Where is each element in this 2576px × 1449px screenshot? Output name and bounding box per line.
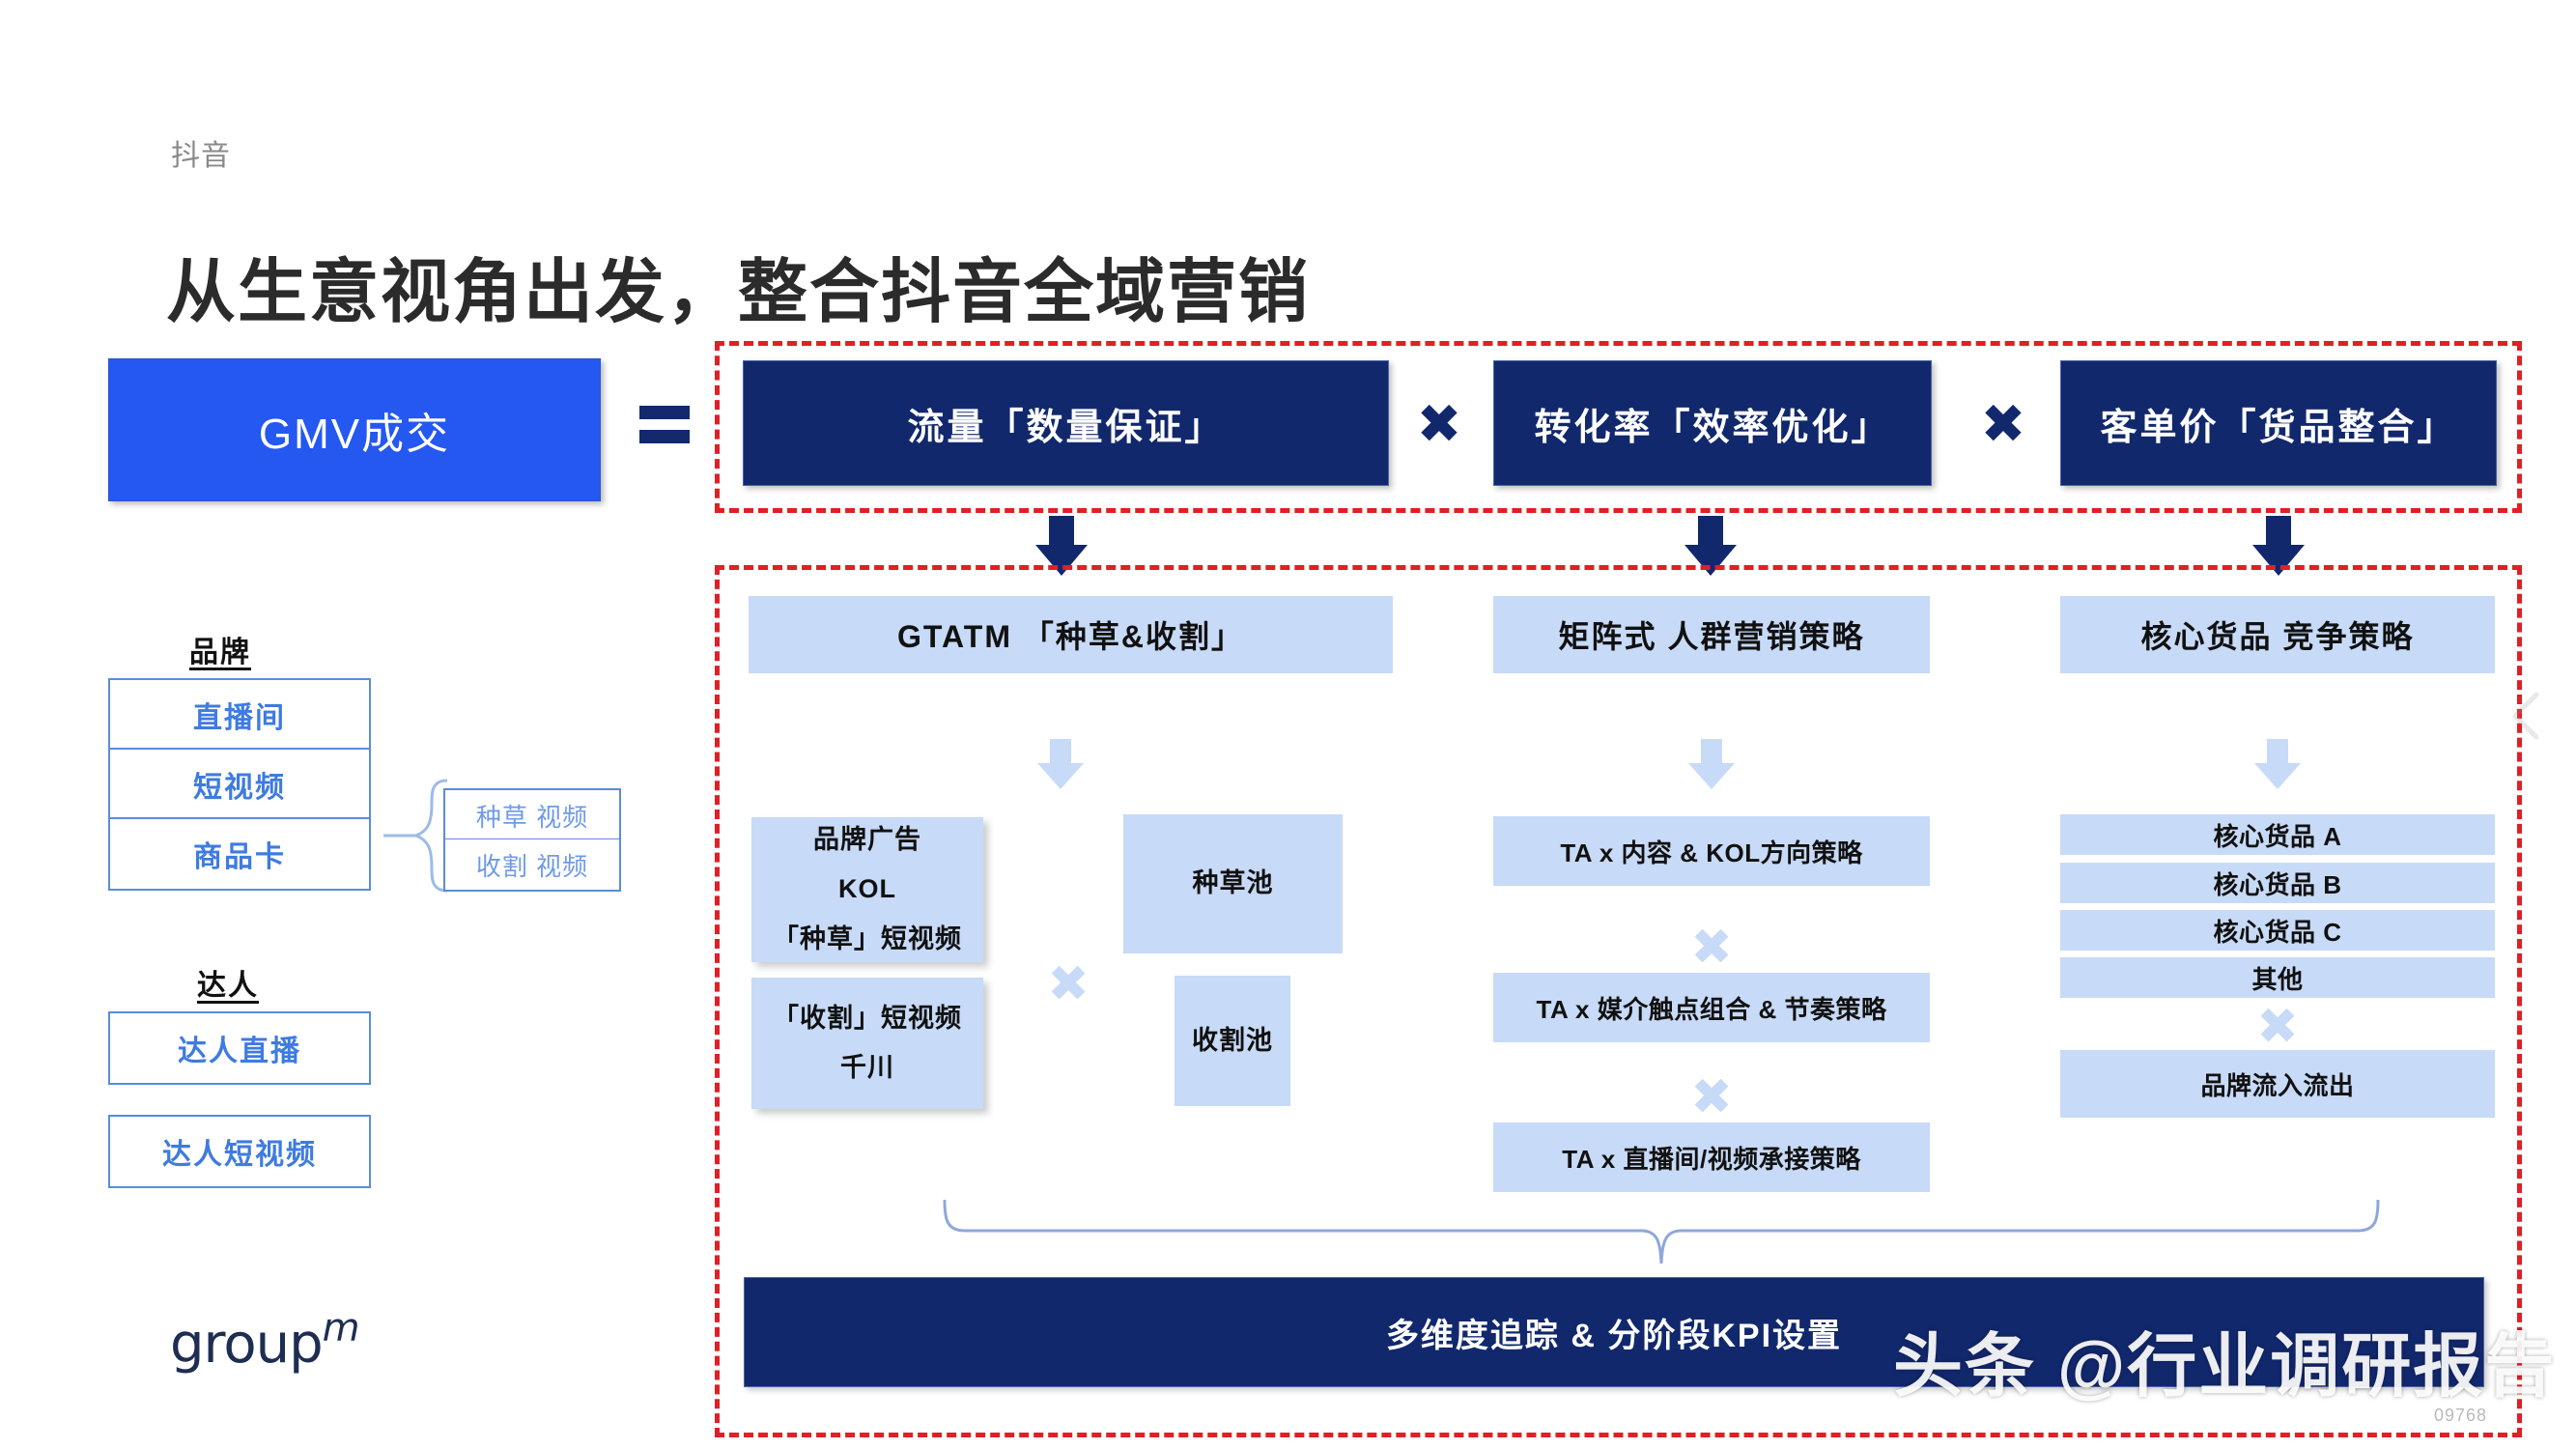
block-line: 种草池 <box>1192 868 1274 898</box>
block-line: 收割池 <box>1192 1025 1273 1055</box>
groupm-logo-mark: m <box>322 1306 360 1350</box>
down-arrow-icon-light-3 <box>2252 739 2303 789</box>
channel-label: 达人短视频 <box>162 1139 317 1171</box>
channel-item-product-card[interactable]: 商品卡 <box>108 817 371 891</box>
groupm-logo-text: group <box>170 1313 324 1376</box>
subtype-label: 收割 视频 <box>475 851 589 881</box>
channel-label: 商品卡 <box>193 841 286 873</box>
block-line: 品牌广告 <box>813 825 921 855</box>
kpi-bar-label: 多维度追踪 & 分阶段KPI设置 <box>1385 1317 1843 1354</box>
multiply-icon-1: ✖ <box>1416 393 1462 454</box>
row-brand-inflow-outflow: 品牌流入流出 <box>2060 1050 2495 1118</box>
channel-label: 达人直播 <box>178 1036 301 1067</box>
page-title: 从生意视角出发，整合抖音全域营销 <box>166 254 1311 332</box>
groupm-logo: groupm <box>170 1306 360 1376</box>
strategy-dashed-frame <box>715 565 2522 1437</box>
down-arrow-icon-light-2 <box>1686 739 1737 789</box>
multiply-icon-column1: ✖ <box>1047 956 1090 1012</box>
column-heading-label: 核心货品 竞争策略 <box>2140 619 2415 654</box>
column-heading-audience: 矩阵式 人群营销策略 <box>1493 596 1930 673</box>
down-arrow-icon-2 <box>1683 516 1739 576</box>
multiply-icon-column3: ✖ <box>2256 999 2299 1055</box>
driver-label: 流量「数量保证」 <box>907 407 1225 448</box>
block-line: KOL <box>838 874 896 904</box>
row-core-product-a: 核心货品 A <box>2060 814 2495 855</box>
driver-box-conversion: 转化率「效率优化」 <box>1493 360 1932 486</box>
row-label: 品牌流入流出 <box>2200 1070 2355 1100</box>
brace-connector-icon <box>382 779 449 893</box>
column-heading-gtatm: GTATM 「种草&收割」 <box>749 596 1393 673</box>
driver-box-aov: 客单价「货品整合」 <box>2060 360 2497 486</box>
driver-label: 转化率「效率优化」 <box>1534 407 1891 448</box>
subtype-label: 种草 视频 <box>475 802 589 832</box>
row-label: TA x 媒介触点组合 & 节奏策略 <box>1536 994 1887 1024</box>
multiply-icon-2: ✖ <box>1980 393 2026 454</box>
row-label: 核心货品 A <box>2213 821 2342 851</box>
row-label: 核心货品 B <box>2213 869 2342 899</box>
block-harvest-video: 「收割」短视频 千川 <box>751 978 983 1109</box>
column-heading-label: GTATM 「种草&收割」 <box>896 619 1244 654</box>
row-label: 其他 <box>2251 964 2304 994</box>
channel-label: 直播间 <box>193 702 286 734</box>
subtype-seeding-video[interactable]: 种草 视频 <box>443 788 621 841</box>
block-brand-ad: 品牌广告 KOL 「种草」短视频 <box>751 817 983 962</box>
gmv-label: GMV成交 <box>258 411 451 458</box>
formula-dashed-frame <box>715 341 2522 513</box>
row-core-product-other: 其他 <box>2060 957 2495 998</box>
watermark-id: 09768 <box>2434 1406 2488 1425</box>
multiply-icon-column2-1: ✖ <box>1690 920 1733 976</box>
row-label: TA x 直播间/视频承接策略 <box>1562 1144 1861 1174</box>
chevron-left-icon[interactable] <box>2507 691 2544 741</box>
gmv-box: GMV成交 <box>108 358 601 501</box>
block-seeding-pool: 种草池 <box>1123 814 1343 953</box>
block-harvest-pool: 收割池 <box>1175 976 1290 1106</box>
channel-item-talent-short-video[interactable]: 达人短视频 <box>108 1115 371 1188</box>
bottom-brace-icon <box>942 1198 2381 1265</box>
row-core-product-b: 核心货品 B <box>2060 863 2495 903</box>
talent-group-heading: 达人 <box>197 970 259 1002</box>
column-heading-product: 核心货品 竞争策略 <box>2060 596 2495 673</box>
down-arrow-icon-light-1 <box>1035 739 1086 789</box>
multiply-icon-column2-2: ✖ <box>1690 1069 1733 1125</box>
row-label: TA x 内容 & KOL方向策略 <box>1560 838 1863 867</box>
row-ta-content-kol: TA x 内容 & KOL方向策略 <box>1493 816 1930 886</box>
channel-label: 短视频 <box>193 772 286 804</box>
eyebrow-label: 抖音 <box>171 140 231 172</box>
channel-item-short-video[interactable]: 短视频 <box>108 748 371 821</box>
kpi-bar: 多维度追踪 & 分阶段KPI设置 <box>744 1277 2484 1387</box>
channel-item-live-room[interactable]: 直播间 <box>108 678 371 752</box>
equals-icon <box>639 406 690 452</box>
row-core-product-c: 核心货品 C <box>2060 910 2495 951</box>
column-heading-label: 矩阵式 人群营销策略 <box>1558 619 1865 654</box>
row-ta-liveroom-video: TA x 直播间/视频承接策略 <box>1493 1122 1930 1192</box>
driver-box-traffic: 流量「数量保证」 <box>743 360 1389 486</box>
down-arrow-icon-3 <box>2250 516 2307 576</box>
row-ta-media-touchpoint: TA x 媒介触点组合 & 节奏策略 <box>1493 973 1930 1042</box>
driver-label: 客单价「货品整合」 <box>2100 407 2457 448</box>
brand-group-heading: 品牌 <box>189 637 251 668</box>
down-arrow-icon-1 <box>1033 516 1090 576</box>
row-label: 核心货品 C <box>2213 917 2342 947</box>
block-line: 「收割」短视频 <box>773 1003 962 1033</box>
block-line: 「种草」短视频 <box>773 923 962 953</box>
subtype-harvest-video[interactable]: 收割 视频 <box>443 838 621 892</box>
block-line: 千川 <box>840 1053 894 1082</box>
channel-item-talent-live[interactable]: 达人直播 <box>108 1011 371 1085</box>
